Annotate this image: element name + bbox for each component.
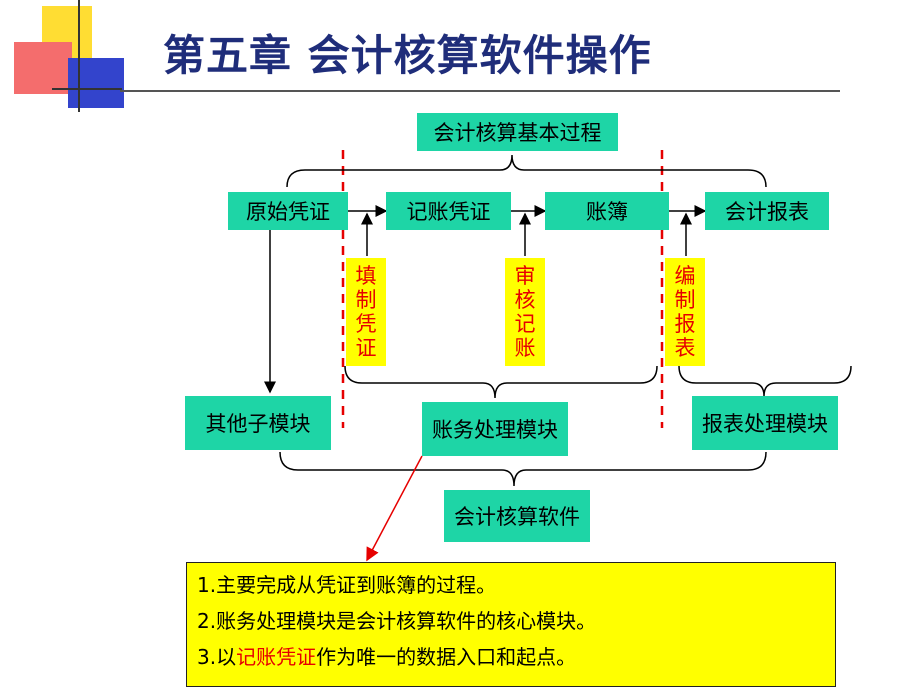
note-3-prefix: 3.以 (197, 645, 237, 669)
module-ledger: 账务处理模块 (422, 402, 568, 456)
action-fill-voucher: 填制凭证 (346, 258, 386, 366)
note-3-highlight: 记账凭证 (236, 645, 317, 669)
note-line-3: 3.以记账凭证作为唯一的数据入口和起点。 (197, 639, 825, 675)
action-compile-report: 编制报表 (665, 258, 705, 366)
deco-horizontal-line (52, 88, 122, 90)
step-ledger: 账簿 (545, 192, 669, 230)
module-other: 其他子模块 (185, 396, 331, 450)
deco-blue-square (68, 58, 124, 108)
deco-red-square (14, 42, 72, 94)
title-underline (120, 90, 840, 92)
process-header-box: 会计核算基本过程 (417, 113, 618, 151)
note-line-2: 2.账务处理模块是会计核算软件的核心模块。 (197, 609, 597, 633)
accounting-software-box: 会计核算软件 (444, 490, 590, 542)
step-original-voucher: 原始凭证 (228, 192, 348, 230)
note-3-suffix: 作为唯一的数据入口和起点。 (316, 645, 577, 669)
deco-vertical-line (78, 0, 80, 112)
note-line-1: 1.主要完成从凭证到账簿的过程。 (197, 573, 497, 597)
module-report: 报表处理模块 (692, 396, 838, 450)
page-title: 第五章 会计核算软件操作 (163, 31, 652, 80)
action-audit-post: 审核记账 (505, 258, 545, 366)
notes-box: 1.主要完成从凭证到账簿的过程。 2.账务处理模块是会计核算软件的核心模块。 3… (186, 562, 836, 687)
step-accounting-voucher: 记账凭证 (386, 192, 511, 230)
step-financial-report: 会计报表 (705, 192, 829, 230)
